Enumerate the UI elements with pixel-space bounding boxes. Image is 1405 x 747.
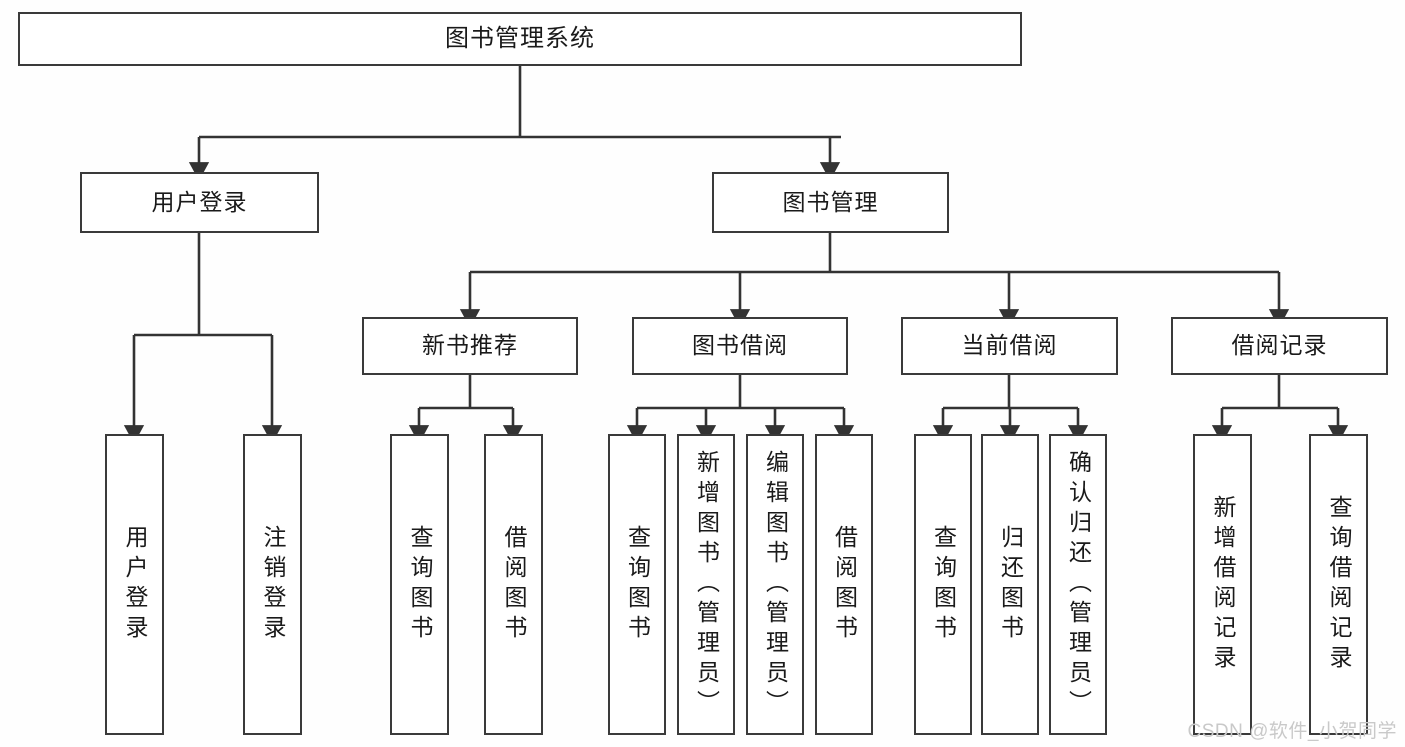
node-leaf-logout-label: 注销登录 — [260, 524, 286, 645]
node-leaf-borrow-book-label: 借阅图书 — [831, 524, 858, 645]
node-leaf-query-book-rec[interactable]: 查询图书 — [390, 434, 449, 735]
node-leaf-borrow-book[interactable]: 借阅图书 — [815, 434, 873, 735]
node-borrow-record[interactable]: 借阅记录 — [1171, 317, 1388, 375]
node-leaf-user-login-label: 用户登录 — [122, 524, 148, 645]
node-leaf-query-borrow-record[interactable]: 查询借阅记录 — [1309, 434, 1368, 735]
node-leaf-edit-book-admin-label: 编辑图书（管理员） — [762, 449, 789, 720]
node-leaf-add-borrow-record-label: 新增借阅记录 — [1210, 494, 1236, 675]
node-leaf-borrow-book-rec[interactable]: 借阅图书 — [484, 434, 543, 735]
node-leaf-edit-book-admin[interactable]: 编辑图书（管理员） — [746, 434, 804, 735]
node-leaf-query-borrow-record-label: 查询借阅记录 — [1326, 494, 1352, 675]
node-leaf-add-book-admin[interactable]: 新增图书（管理员） — [677, 434, 735, 735]
node-leaf-user-login[interactable]: 用户登录 — [105, 434, 164, 735]
node-user-login[interactable]: 用户登录 — [80, 172, 319, 233]
node-leaf-confirm-return-admin-label: 确认归还（管理员） — [1065, 449, 1092, 720]
node-book-borrow-label: 图书借阅 — [692, 332, 788, 359]
node-leaf-query-book-current[interactable]: 查询图书 — [914, 434, 972, 735]
watermark: CSDN @软件_小贺同学 — [1187, 721, 1397, 742]
node-root[interactable]: 图书管理系统 — [18, 12, 1022, 66]
node-user-login-label: 用户登录 — [151, 188, 248, 215]
node-leaf-confirm-return-admin[interactable]: 确认归还（管理员） — [1049, 434, 1107, 735]
node-new-book-rec[interactable]: 新书推荐 — [362, 317, 578, 375]
node-leaf-add-borrow-record[interactable]: 新增借阅记录 — [1193, 434, 1252, 735]
node-leaf-logout[interactable]: 注销登录 — [243, 434, 302, 735]
node-leaf-borrow-book-rec-label: 借阅图书 — [501, 524, 527, 645]
node-leaf-query-book-borrow[interactable]: 查询图书 — [608, 434, 666, 735]
node-book-manage-label: 图书管理 — [782, 188, 879, 215]
node-leaf-query-book-rec-label: 查询图书 — [407, 524, 433, 645]
node-current-borrow[interactable]: 当前借阅 — [901, 317, 1118, 375]
node-leaf-return-book[interactable]: 归还图书 — [981, 434, 1039, 735]
node-leaf-return-book-label: 归还图书 — [997, 524, 1024, 645]
node-current-borrow-label: 当前借阅 — [961, 332, 1058, 359]
node-new-book-rec-label: 新书推荐 — [422, 332, 518, 359]
node-borrow-record-label: 借阅记录 — [1231, 332, 1328, 359]
node-leaf-query-book-current-label: 查询图书 — [930, 524, 957, 645]
node-book-manage[interactable]: 图书管理 — [712, 172, 949, 233]
node-root-label: 图书管理系统 — [445, 24, 595, 52]
node-leaf-add-book-admin-label: 新增图书（管理员） — [693, 449, 720, 720]
node-leaf-query-book-borrow-label: 查询图书 — [624, 524, 651, 645]
node-book-borrow[interactable]: 图书借阅 — [632, 317, 848, 375]
